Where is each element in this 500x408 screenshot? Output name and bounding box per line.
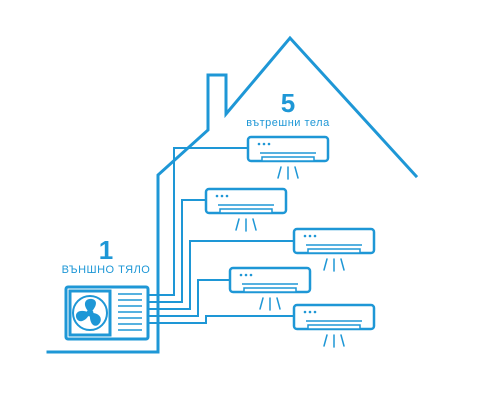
- indoor-unit-3: [292, 227, 376, 273]
- indoor-count: 5: [280, 88, 296, 118]
- indoor-unit-1: [246, 135, 330, 181]
- indoor-unit-5: [292, 303, 376, 349]
- indoor-caption: вътрешни тела: [246, 117, 330, 129]
- fan-icon: [72, 295, 108, 331]
- indoor-unit-4: [228, 266, 312, 312]
- house-outline: [46, 35, 419, 354]
- outdoor-unit: [64, 285, 150, 341]
- outdoor-caption: ВЪНШНО ТЯЛО: [61, 264, 151, 276]
- refrigerant-lines: [148, 147, 294, 324]
- outdoor-count: 1: [98, 235, 114, 265]
- indoor-unit-2: [204, 187, 288, 233]
